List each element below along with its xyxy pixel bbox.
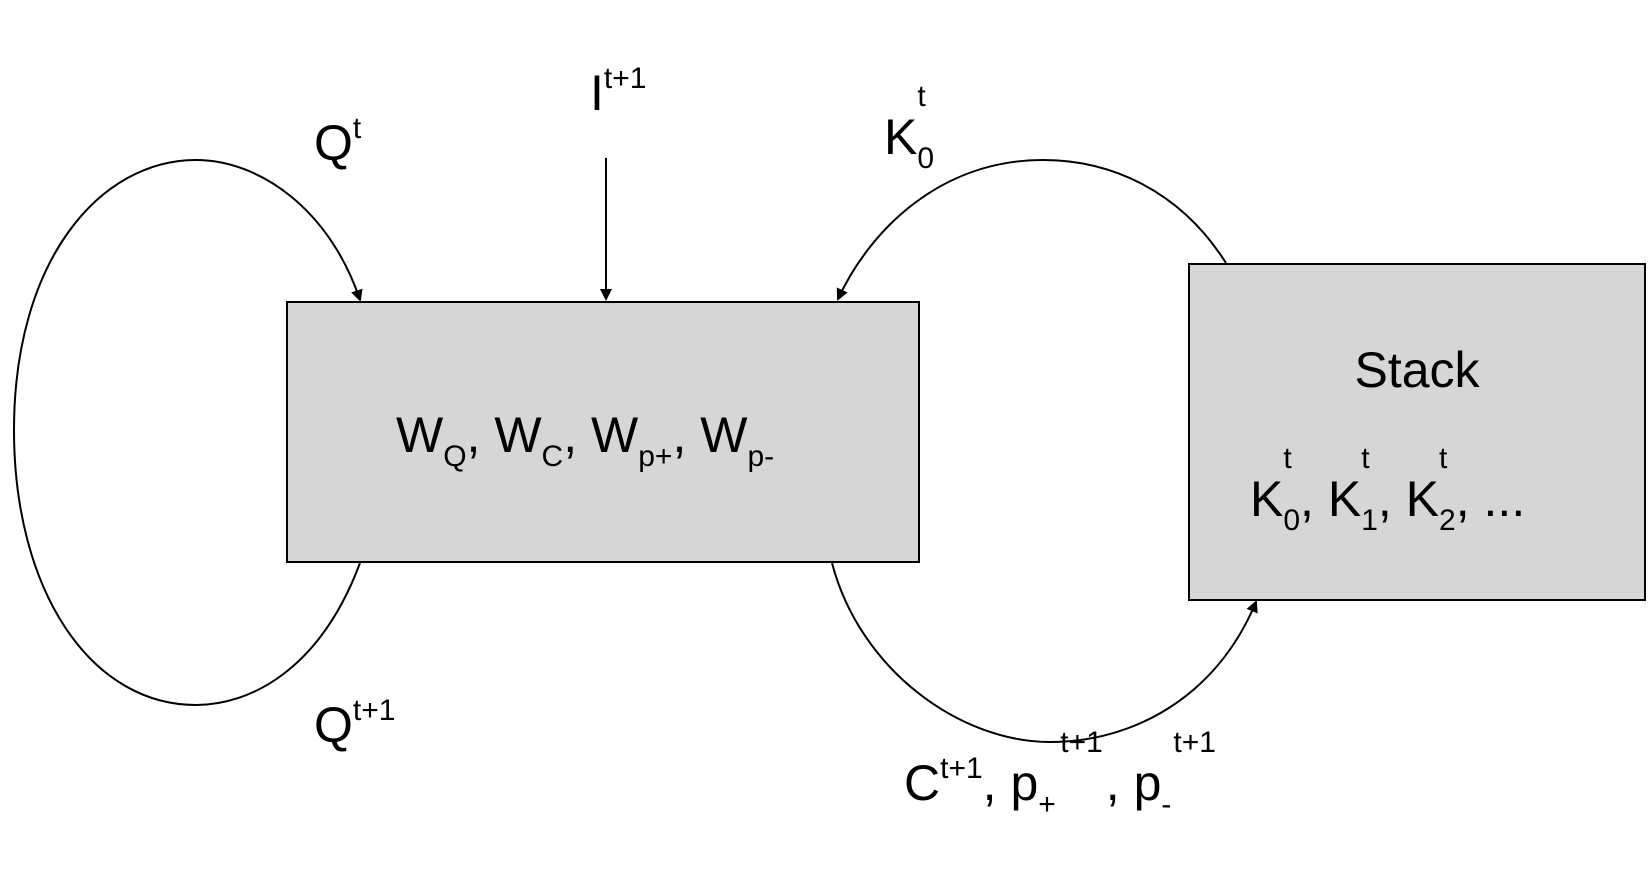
controller-box — [286, 301, 920, 563]
w-q-sub: Q — [443, 440, 467, 473]
p-plus-sub: + — [1038, 788, 1056, 821]
w-c-sub: C — [541, 440, 564, 473]
k0-sub: 0 — [1283, 504, 1301, 537]
w-c-base: W — [494, 407, 542, 463]
p-minus-sub: - — [1161, 788, 1172, 821]
p-plus-base: p — [1010, 755, 1039, 811]
w-q-base: W — [396, 407, 444, 463]
q-feedback-loop-arrow — [12, 158, 363, 707]
p-minus-base: p — [1133, 755, 1162, 811]
q-t-label: Qt — [314, 114, 361, 171]
c-out-sup: t+1 — [940, 752, 983, 785]
k0-base: K — [1250, 471, 1284, 527]
controller-weights-label: WQ, WC, Wp+, Wp- — [396, 407, 775, 473]
k0-read-base: K — [884, 109, 918, 165]
q-t-base: Q — [314, 115, 353, 171]
q-t1-base: Q — [314, 697, 353, 753]
stack-write-arrow — [831, 562, 1258, 744]
i-t1-base: I — [590, 65, 604, 121]
w-pplus-sub: p+ — [638, 440, 673, 473]
stack-box — [1188, 263, 1646, 601]
i-t1-label: It+1 — [590, 64, 646, 121]
p-plus-sup: t+1 — [1060, 726, 1103, 759]
w-pplus-base: W — [591, 407, 639, 463]
stack-title: Stack — [1354, 342, 1480, 398]
q-t1-sup: t+1 — [352, 694, 396, 727]
k0-read-sub: 0 — [917, 142, 935, 175]
q-t-sup: t — [352, 112, 362, 145]
w-pminus-base: W — [700, 407, 748, 463]
p-minus-sup: t+1 — [1173, 726, 1216, 759]
k0-sup: t — [1283, 442, 1292, 475]
k2-sup: t — [1439, 442, 1448, 475]
stack-read-arrow — [836, 158, 1227, 301]
i-t1-sup: t+1 — [603, 62, 647, 95]
k1-base: K — [1327, 471, 1362, 527]
k2-base: K — [1405, 471, 1440, 527]
k1-sup: t — [1361, 442, 1370, 475]
stack-ellipsis: ... — [1483, 471, 1526, 527]
k2-sub: 2 — [1439, 504, 1456, 537]
k1-sub: 1 — [1361, 504, 1378, 537]
k0-read-sup: t — [917, 80, 926, 113]
c-out-base: C — [904, 755, 941, 811]
q-t1-label: Qt+1 — [314, 696, 395, 753]
w-pminus-sub: p- — [747, 440, 775, 473]
